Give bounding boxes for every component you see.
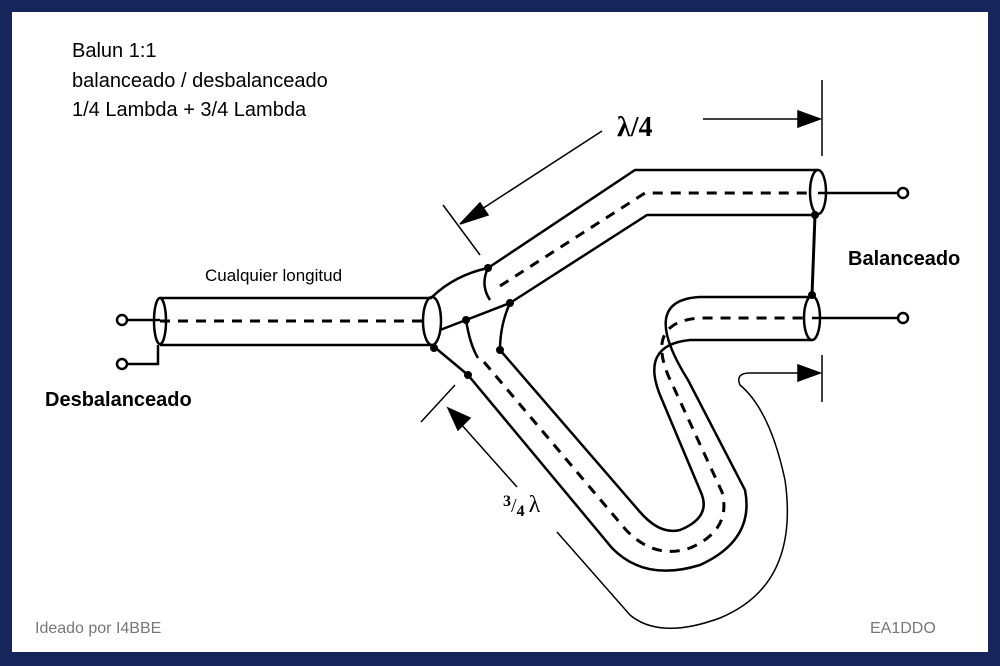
- title-line-2: balanceado / desbalanceado: [72, 70, 328, 92]
- input-coax: [152, 295, 443, 347]
- title-line-1: Balun 1:1: [72, 40, 157, 62]
- lambda-symbol: λ: [528, 492, 541, 518]
- quarter-lambda-label: λ/4: [617, 112, 653, 143]
- junction: [430, 264, 514, 379]
- signature: EA1DDO: [870, 620, 936, 637]
- unbalanced-terminals: [115, 313, 160, 371]
- three-quarter-wave-dimension: [420, 355, 823, 629]
- fraction-denominator: 4: [516, 503, 525, 520]
- title-line-3: 1/4 Lambda + 3/4 Lambda: [72, 99, 307, 121]
- author-credit: Ideado por I4BBE: [35, 620, 162, 637]
- balanced-label: Balanceado: [848, 248, 961, 270]
- quarter-wave-dimension: [442, 80, 823, 256]
- any-length-label: Cualquier longitud: [205, 266, 343, 285]
- unbalanced-label: Desbalanceado: [45, 389, 192, 411]
- diagram-panel: [12, 12, 988, 652]
- quarter-wave-coax: [487, 168, 910, 305]
- fraction-numerator: 3: [503, 493, 511, 510]
- three-quarter-lambda-label: 3/4 λ: [503, 492, 541, 520]
- three-quarter-wave-coax: [467, 294, 910, 572]
